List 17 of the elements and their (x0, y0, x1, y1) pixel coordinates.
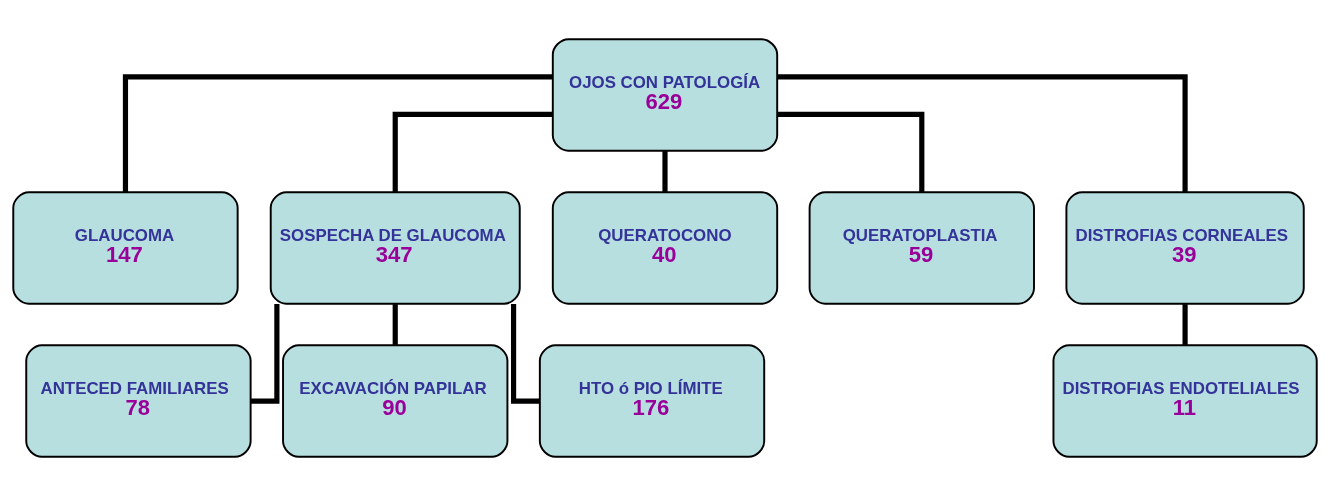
node-box: DISTROFIAS CORNEALES 39 (1065, 190, 1305, 305)
connector (1182, 303, 1188, 345)
connector (662, 150, 668, 192)
connector (122, 73, 553, 192)
node-box: SOSPECHA DE GLAUCOMA 347 (269, 190, 521, 305)
node-box: GLAUCOMA 147 (12, 190, 239, 305)
connector (777, 111, 925, 192)
node-box: HTO ó PIO LÍMITE 176 (538, 343, 766, 458)
node-box: EXCAVACIÓN PAPILAR 90 (282, 343, 509, 458)
connector (392, 111, 553, 192)
node-box: QUERATOCONO 40 (551, 190, 779, 305)
node-box: ANTECED FAMILIARES 78 (25, 343, 252, 458)
connector (777, 73, 1188, 192)
node-box: OJOS CON PATOLOGÍA 629 (551, 37, 779, 152)
connector (392, 303, 398, 345)
node-box: QUERATOPLASTIA 59 (808, 190, 1035, 305)
node-box: DISTROFIAS ENDOTELIALES 11 (1052, 343, 1318, 458)
